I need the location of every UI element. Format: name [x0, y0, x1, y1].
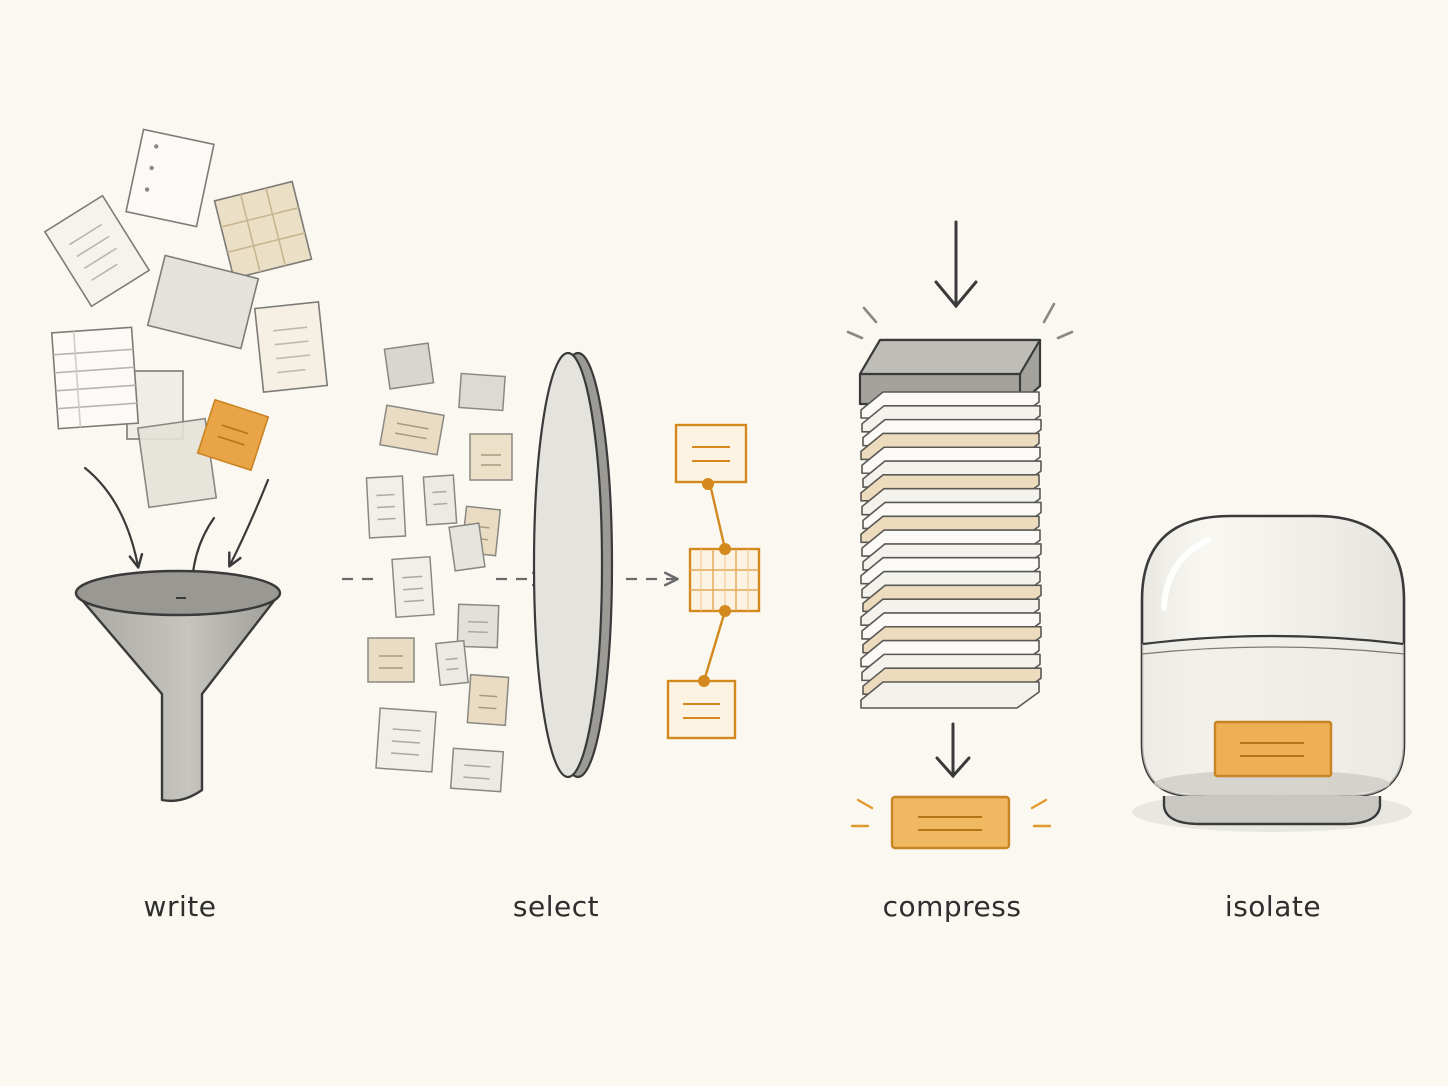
snippet-icon — [367, 637, 415, 683]
snippet-icon — [456, 603, 500, 649]
stage-label-compress: compress — [882, 890, 1022, 923]
selected-node-bottom — [666, 679, 737, 740]
compress-stage — [846, 220, 1074, 850]
snippet-icon — [383, 342, 435, 390]
lens-icon — [532, 351, 614, 779]
document-icon — [253, 301, 329, 393]
snippet-icon — [422, 474, 458, 526]
snippet-icon — [391, 555, 435, 619]
selected-graph — [666, 423, 761, 740]
snippet-icon — [469, 433, 513, 481]
highlighted-document-icon — [196, 398, 270, 472]
snippet-icon — [466, 673, 510, 727]
document-icon — [125, 128, 215, 228]
select-stage — [342, 342, 761, 793]
selected-node-top — [674, 423, 748, 484]
candidate-snippets — [365, 342, 513, 793]
snippet-icon — [375, 707, 437, 773]
document-icon — [50, 326, 140, 430]
funnel-icon — [74, 569, 282, 803]
stack-layer — [860, 681, 1040, 709]
document-stack-icon — [860, 391, 1042, 709]
snippet-icon — [365, 475, 407, 539]
document-icon — [146, 254, 260, 350]
document-icon — [136, 417, 218, 509]
output-arrow-icon — [935, 722, 971, 779]
snippet-icon — [448, 522, 486, 572]
compressed-summary-icon — [890, 795, 1011, 850]
pressure-marks — [846, 302, 1074, 340]
jar-icon — [1140, 514, 1406, 826]
snippet-icon — [435, 639, 469, 687]
write-stage — [43, 128, 329, 803]
burst-marks — [850, 798, 1052, 828]
grid-document-icon — [213, 180, 313, 280]
isolate-stage — [1132, 514, 1412, 832]
stage-label-select: select — [512, 890, 600, 923]
stage-label-write: write — [143, 890, 217, 923]
isolated-context-icon — [1213, 720, 1333, 778]
press-plate-icon — [858, 338, 1042, 406]
snippet-icon — [449, 747, 505, 793]
press-arrow-icon — [934, 220, 978, 309]
snippet-icon — [458, 372, 506, 412]
selected-node-grid — [688, 547, 761, 613]
scattered-documents — [43, 128, 329, 509]
snippet-icon — [379, 404, 445, 456]
document-icon — [43, 194, 151, 308]
stage-label-isolate: isolate — [1224, 890, 1322, 923]
